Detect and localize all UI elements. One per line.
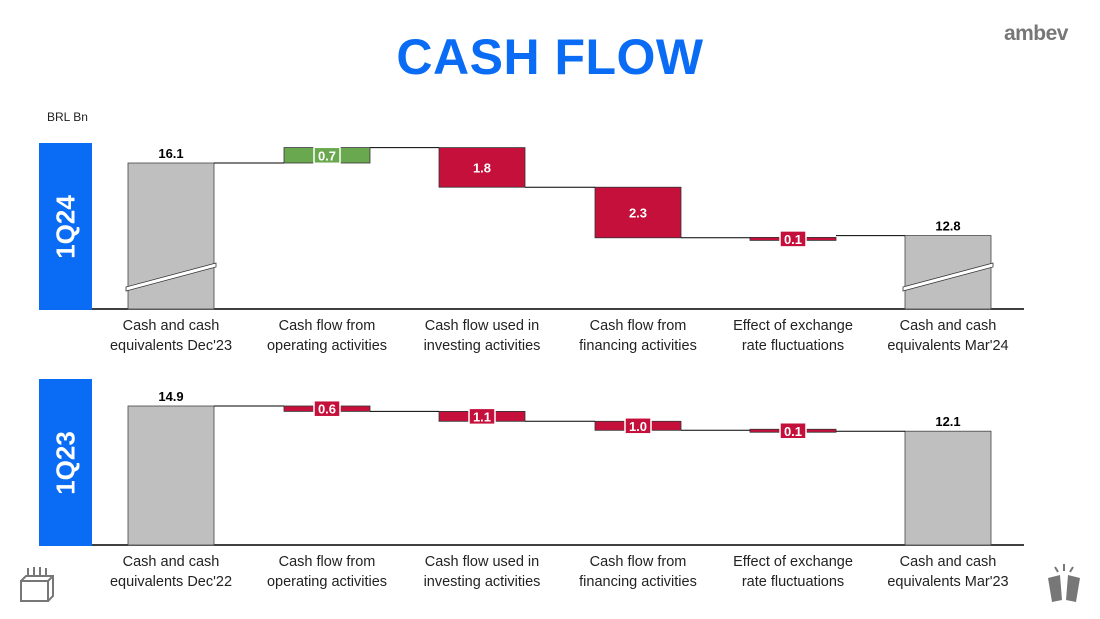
bar-group-2: 1.1 [438, 407, 526, 426]
category-label: Cash flow from [590, 554, 687, 570]
total-bar [904, 235, 992, 310]
data-label-box [779, 422, 807, 440]
bar-group-2: 1.8 [438, 147, 526, 188]
data-label: 16.1 [158, 146, 183, 161]
category-label: operating activities [267, 338, 387, 354]
bar-group-0: 16.1 [125, 146, 217, 310]
category-label: Effect of exchange [733, 318, 853, 334]
delta-bar [438, 147, 526, 188]
category-label: operating activities [267, 574, 387, 590]
data-label: 0.7 [318, 148, 336, 163]
unit-label: BRL Bn [47, 110, 88, 124]
bar-group-3: 1.0 [594, 417, 682, 435]
category-label: financing activities [579, 574, 697, 590]
bar-group-0: 14.9 [127, 389, 215, 546]
data-label-box [624, 417, 652, 435]
data-label: 1.0 [629, 419, 647, 434]
data-label: 12.1 [935, 414, 960, 429]
data-label: 0.1 [784, 232, 802, 247]
period-tag-1q23: 1Q23 [39, 379, 92, 546]
data-label: 0.6 [318, 402, 336, 417]
category-label: Cash and cash [900, 554, 997, 570]
bar-group-1: 0.6 [283, 399, 371, 418]
category-label: investing activities [424, 574, 541, 590]
bar-group-5: 12.1 [904, 414, 992, 546]
data-label: 1.1 [473, 409, 491, 424]
category-label: investing activities [424, 338, 541, 354]
category-label: Effect of exchange [733, 554, 853, 570]
category-label: Cash flow used in [425, 318, 539, 334]
category-label: Cash and cash [900, 318, 997, 334]
category-label: rate fluctuations [742, 338, 844, 354]
data-label-box [313, 146, 341, 165]
total-bar [904, 430, 992, 546]
delta-bar [594, 186, 682, 239]
data-label-box [779, 230, 807, 248]
category-label: financing activities [579, 338, 697, 354]
category-label: Cash flow from [279, 318, 376, 334]
category-label: Cash flow from [279, 554, 376, 570]
bar-group-4: 0.1 [749, 230, 837, 248]
category-label: equivalents Mar'24 [887, 338, 1008, 354]
bar-group-5: 12.8 [902, 219, 994, 310]
data-label: 0.1 [784, 424, 802, 439]
axis-break-mark [902, 262, 994, 292]
category-label: rate fluctuations [742, 574, 844, 590]
total-bar [127, 162, 215, 310]
data-label-box [468, 407, 496, 426]
category-label: Cash flow from [590, 318, 687, 334]
category-label: Cash and cash [123, 554, 220, 570]
cheers-icon [1048, 564, 1080, 602]
data-label: 1.8 [473, 160, 491, 175]
category-label: Cash and cash [123, 318, 220, 334]
data-label: 14.9 [158, 389, 183, 404]
category-label: equivalents Dec'22 [110, 574, 232, 590]
page-title: CASH FLOW [396, 29, 704, 85]
data-label: 12.8 [935, 219, 960, 234]
category-label: equivalents Dec'23 [110, 338, 232, 354]
period-tag-1q24: 1Q24 [39, 143, 92, 310]
bar-group-1: 0.7 [283, 146, 371, 165]
bar-group-3: 2.3 [594, 186, 682, 239]
category-label: Cash flow used in [425, 554, 539, 570]
category-label: equivalents Mar'23 [887, 574, 1008, 590]
ambev-logo: ambev [1003, 22, 1069, 45]
data-label: 2.3 [629, 206, 647, 221]
bar-group-4: 0.1 [749, 422, 837, 440]
data-label-box [313, 399, 341, 418]
total-bar [127, 405, 215, 546]
axis-break-mark [125, 262, 217, 292]
beer-crate-icon [20, 567, 54, 602]
